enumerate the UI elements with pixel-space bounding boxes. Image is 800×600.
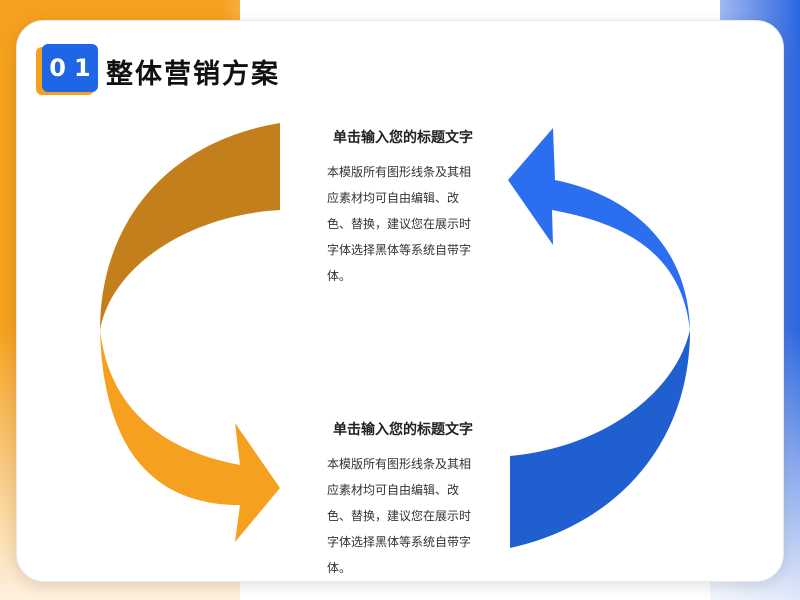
page-title: 整体营销方案 [106,59,280,90]
text-block-bottom-body[interactable]: 本模版所有图形线条及其相应素材均可自由编辑、改色、替换，建议您在展示时字体选择黑… [327,457,472,575]
section-number: 01 [49,54,99,82]
text-block-top: 单击输入您的标题文字 本模版所有图形线条及其相应素材均可自由编辑、改色、替换，建… [327,127,527,289]
text-block-bottom-heading[interactable]: 单击输入您的标题文字 [333,422,473,438]
right-arrow-upper [508,128,690,330]
slide-card [16,20,784,582]
text-block-top-body[interactable]: 本模版所有图形线条及其相应素材均可自由编辑、改色、替换，建议您在展示时字体选择黑… [327,165,472,283]
left-arrow-lower [100,330,280,542]
text-block-bottom: 单击输入您的标题文字 本模版所有图形线条及其相应素材均可自由编辑、改色、替换，建… [327,419,527,581]
left-arrow-upper [100,123,280,330]
section-number-badge: 01 [42,44,98,92]
text-block-top-heading[interactable]: 单击输入您的标题文字 [333,130,473,146]
right-arrow-lower [510,330,690,548]
